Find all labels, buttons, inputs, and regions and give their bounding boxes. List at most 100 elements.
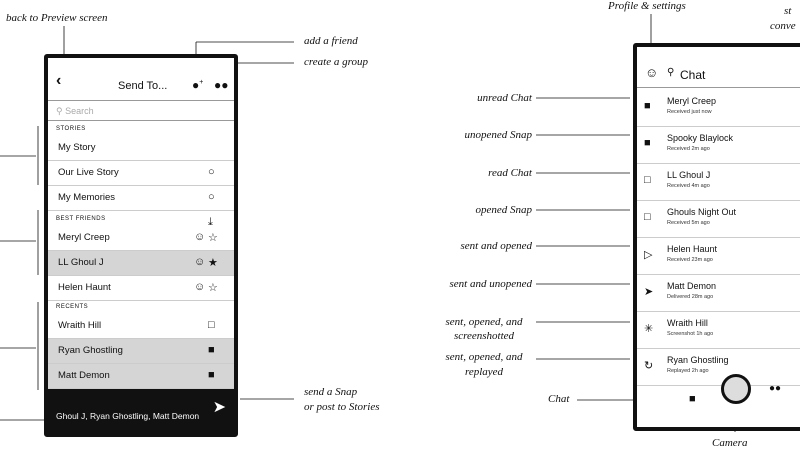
chat-row-name: Helen Haunt (667, 244, 718, 254)
chat-screen: ☺ ⚲ Chat ■ Meryl Creep Received just now… (633, 43, 800, 431)
search-field[interactable]: ⚲ Search (56, 106, 94, 117)
select-circle-icon[interactable]: ○ (208, 166, 215, 178)
send-to-screen: ‹ Send To... ●+ ●● ⚲ Search STORIES My S… (44, 54, 238, 437)
select-square-filled-icon[interactable]: ■ (208, 344, 215, 356)
send-to-title: Send To... (118, 80, 168, 92)
send-arrow-icon[interactable]: ➤ (212, 399, 226, 416)
chat-row-status: Received 5m ago (667, 220, 710, 226)
select-square-filled-icon[interactable]: ■ (208, 369, 215, 381)
annotation-opened-snap: opened Snap (475, 204, 532, 216)
chat-row-status: Received just now (667, 109, 712, 115)
chat-row-status: Replayed 2h ago (667, 368, 709, 374)
opened-snap-icon: □ (644, 211, 651, 223)
search-icon[interactable]: ⚲ (667, 67, 675, 78)
select-circle-icon[interactable]: ○ (208, 191, 215, 203)
stories-header: STORIES (56, 126, 86, 132)
list-item-label: Wraith Hill (58, 320, 102, 331)
annotation-sent-unopened: sent and unopened (449, 278, 532, 290)
chat-row-status: Screenshot 1h ago (667, 331, 714, 337)
send-to-header: ‹ Send To... ●+ ●● (48, 58, 234, 98)
list-item-label: Ryan Ghostling (58, 345, 123, 356)
chat-row-name: Ghouls Night Out (667, 207, 737, 217)
chat-row[interactable]: ✳ Wraith Hill Screenshot 1h ago (637, 311, 800, 349)
chat-title: Chat (680, 68, 706, 82)
chat-row[interactable]: □ Ghouls Night Out Received 5m ago (637, 200, 800, 238)
send-bar[interactable]: Ghoul J, Ryan Ghostling, Matt Demon ➤ (48, 389, 234, 433)
stories-tab-icon[interactable]: ●● (769, 383, 782, 394)
list-item[interactable]: Wraith Hill □ (48, 314, 234, 339)
chat-row[interactable]: ■ Spooky Blaylock Received 2m ago (637, 126, 800, 164)
chat-row-status: Delivered 28m ago (667, 294, 714, 300)
list-item[interactable]: Helen Haunt ☺ ☆ (48, 276, 234, 301)
annotation-profile: Profile & settings (608, 0, 686, 12)
list-item[interactable]: Matt Demon ■ (48, 364, 234, 389)
annotation-chat: Chat (548, 393, 570, 405)
annotation-camera: Camera (712, 437, 748, 449)
annotation-sent-opened: sent and opened (460, 240, 532, 252)
annotation-back: back to Preview screen (6, 12, 108, 24)
annotation-sent-opened-ss-2: screenshotted (453, 330, 515, 342)
chat-row-name: LL Ghoul J (667, 170, 711, 180)
list-item[interactable]: Meryl Creep ☺ ☆ (48, 226, 234, 251)
list-item[interactable]: My Memories ○ (48, 186, 234, 211)
chat-row[interactable]: □ LL Ghoul J Received 4m ago (637, 163, 800, 201)
back-chevron-icon[interactable]: ‹ (56, 72, 62, 89)
list-item-label: My Story (58, 142, 96, 153)
create-group-icon[interactable]: ●● (214, 78, 229, 92)
sent-opened-icon: ▷ (644, 249, 653, 261)
chat-row[interactable]: ➤ Matt Demon Delivered 28m ago (637, 274, 800, 312)
star-filled-icon[interactable]: ★ (208, 257, 218, 269)
chat-row-name: Wraith Hill (667, 318, 708, 328)
chat-row-status: Received 2m ago (667, 146, 710, 152)
annotation-add-friend: add a friend (304, 35, 358, 47)
chat-row[interactable]: ↻ Ryan Ghostling Replayed 2h ago (637, 348, 800, 386)
add-friend-icon[interactable]: ●+ (192, 78, 204, 92)
best-friends-header: BEST FRIENDS (56, 216, 106, 222)
download-icon[interactable]: ⤓ (208, 216, 213, 228)
chat-row-status: Received 4m ago (667, 183, 710, 189)
annotation-create-group: create a group (304, 56, 368, 68)
chat-tab-icon[interactable]: ■ (689, 393, 696, 405)
recents-header: RECENTS (56, 304, 89, 310)
annotation-sent-opened-ss-1: sent, opened, and (445, 316, 523, 328)
unopened-snap-icon: ■ (644, 137, 651, 149)
replay-icon: ↻ (644, 360, 654, 372)
chat-row[interactable]: ■ Meryl Creep Received just now (637, 89, 800, 127)
star-outline-icon[interactable]: ☆ (208, 282, 218, 294)
selected-recipients: Ghoul J, Ryan Ghostling, Matt Demon (56, 411, 200, 421)
list-item-label: LL Ghoul J (58, 257, 104, 268)
annotation-read-chat: read Chat (488, 167, 532, 179)
smiley-icon: ☺ (194, 281, 206, 293)
annotation-unread-chat: unread Chat (477, 92, 532, 104)
annotation-unopened-snap: unopened Snap (464, 129, 532, 141)
list-item-label: Our Live Story (58, 167, 119, 178)
annotation-start-conv-2: conve (770, 20, 796, 32)
read-chat-icon: □ (644, 174, 651, 186)
star-outline-icon[interactable]: ☆ (208, 232, 218, 244)
unread-chat-icon: ■ (644, 100, 651, 112)
annotation-send-snap-1: send a Snap (304, 386, 358, 398)
list-item[interactable]: Our Live Story ○ (48, 161, 234, 186)
smiley-icon: ☺ (194, 231, 206, 243)
list-item-label: Matt Demon (58, 370, 110, 381)
list-item-label: Meryl Creep (58, 232, 110, 243)
list-item[interactable]: LL Ghoul J ☺ ★ (48, 251, 234, 276)
chat-row-name: Meryl Creep (667, 96, 717, 106)
list-item[interactable]: Ryan Ghostling ■ (48, 339, 234, 364)
chat-row[interactable]: ▷ Helen Haunt Received 23m ago (637, 237, 800, 275)
camera-button[interactable] (721, 374, 751, 404)
chat-row-name: Matt Demon (667, 281, 717, 291)
list-item-label: Helen Haunt (58, 282, 111, 293)
search-icon: ⚲ (56, 106, 63, 116)
select-square-icon[interactable]: □ (208, 319, 215, 331)
annotation-sent-opened-rp-1: sent, opened, and (445, 351, 523, 363)
chat-row-name: Ryan Ghostling (667, 355, 729, 365)
smiley-icon: ☺ (194, 256, 206, 268)
profile-icon[interactable]: ☺ (645, 65, 659, 80)
annotation-send-snap-2: or post to Stories (304, 401, 380, 413)
list-item[interactable]: My Story (48, 136, 234, 161)
list-item-label: My Memories (58, 192, 116, 203)
sent-unopened-icon: ➤ (644, 286, 654, 298)
annotation-start-conv-1: st (784, 5, 792, 17)
chat-row-name: Spooky Blaylock (667, 133, 734, 143)
